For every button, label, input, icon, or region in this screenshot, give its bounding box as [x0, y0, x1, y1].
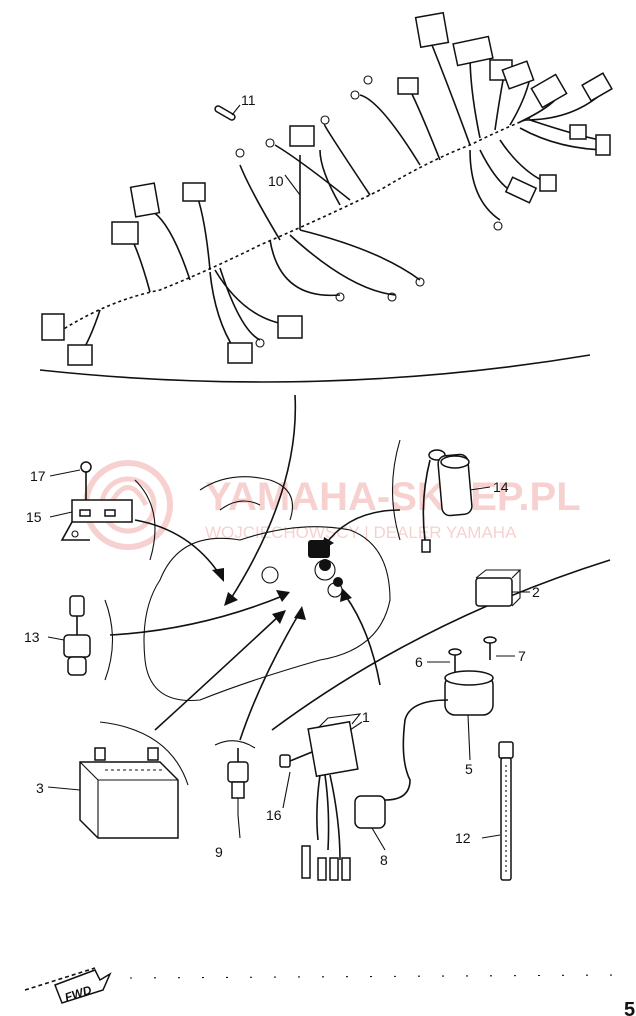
battery-arc	[99, 721, 189, 786]
sensor-14	[421, 449, 473, 553]
arrows	[109, 394, 401, 741]
callout-12: 12	[455, 830, 471, 846]
switch-arc	[214, 740, 256, 749]
watermark-sub: WOJCIECHOWSCY | DEALER YAMAHA	[205, 523, 517, 542]
page-corner-mark: 5	[624, 999, 635, 1016]
battery-3	[79, 747, 179, 839]
bolt-17	[80, 461, 92, 500]
neutral-switch-9	[227, 748, 249, 815]
callout-16: 16	[266, 807, 282, 823]
callout-8: 8	[380, 852, 388, 868]
callout-labels: 11 10 17 15 13 3 9 16 1 8 5 12 14 2 6 7	[24, 92, 540, 868]
callout-13: 13	[24, 629, 40, 645]
screw-7	[483, 636, 497, 660]
harness-clip	[214, 105, 236, 121]
callout-14: 14	[493, 479, 509, 495]
ignition-coil-5	[354, 670, 494, 829]
callout-15: 15	[26, 509, 42, 525]
relay-arc	[104, 599, 114, 681]
cable-tie-12	[498, 741, 514, 881]
callout-7: 7	[518, 648, 526, 664]
callout-5: 5	[465, 761, 473, 777]
wire-harness	[41, 11, 613, 366]
callout-2: 2	[532, 584, 540, 600]
callout-11: 11	[241, 92, 256, 108]
bracket-arc	[134, 479, 156, 561]
flasher-relay-13	[63, 595, 91, 676]
callout-9: 9	[215, 844, 223, 860]
callout-3: 3	[36, 780, 44, 796]
fwd-indicator: FWD	[24, 967, 621, 1005]
section-divider-top	[39, 354, 591, 383]
callout-10: 10	[268, 173, 284, 189]
callout-1: 1	[362, 709, 370, 725]
callout-6: 6	[415, 654, 423, 670]
sensor-arc	[392, 439, 401, 541]
bolt-16	[279, 751, 313, 768]
callout-17: 17	[30, 468, 46, 484]
callout-leaders	[47, 104, 530, 851]
section-divider-right	[271, 559, 611, 731]
cdi-unit-1	[301, 713, 362, 881]
screw-6	[448, 648, 462, 672]
fuse-holder-15	[60, 499, 133, 541]
relay-2	[475, 577, 513, 607]
